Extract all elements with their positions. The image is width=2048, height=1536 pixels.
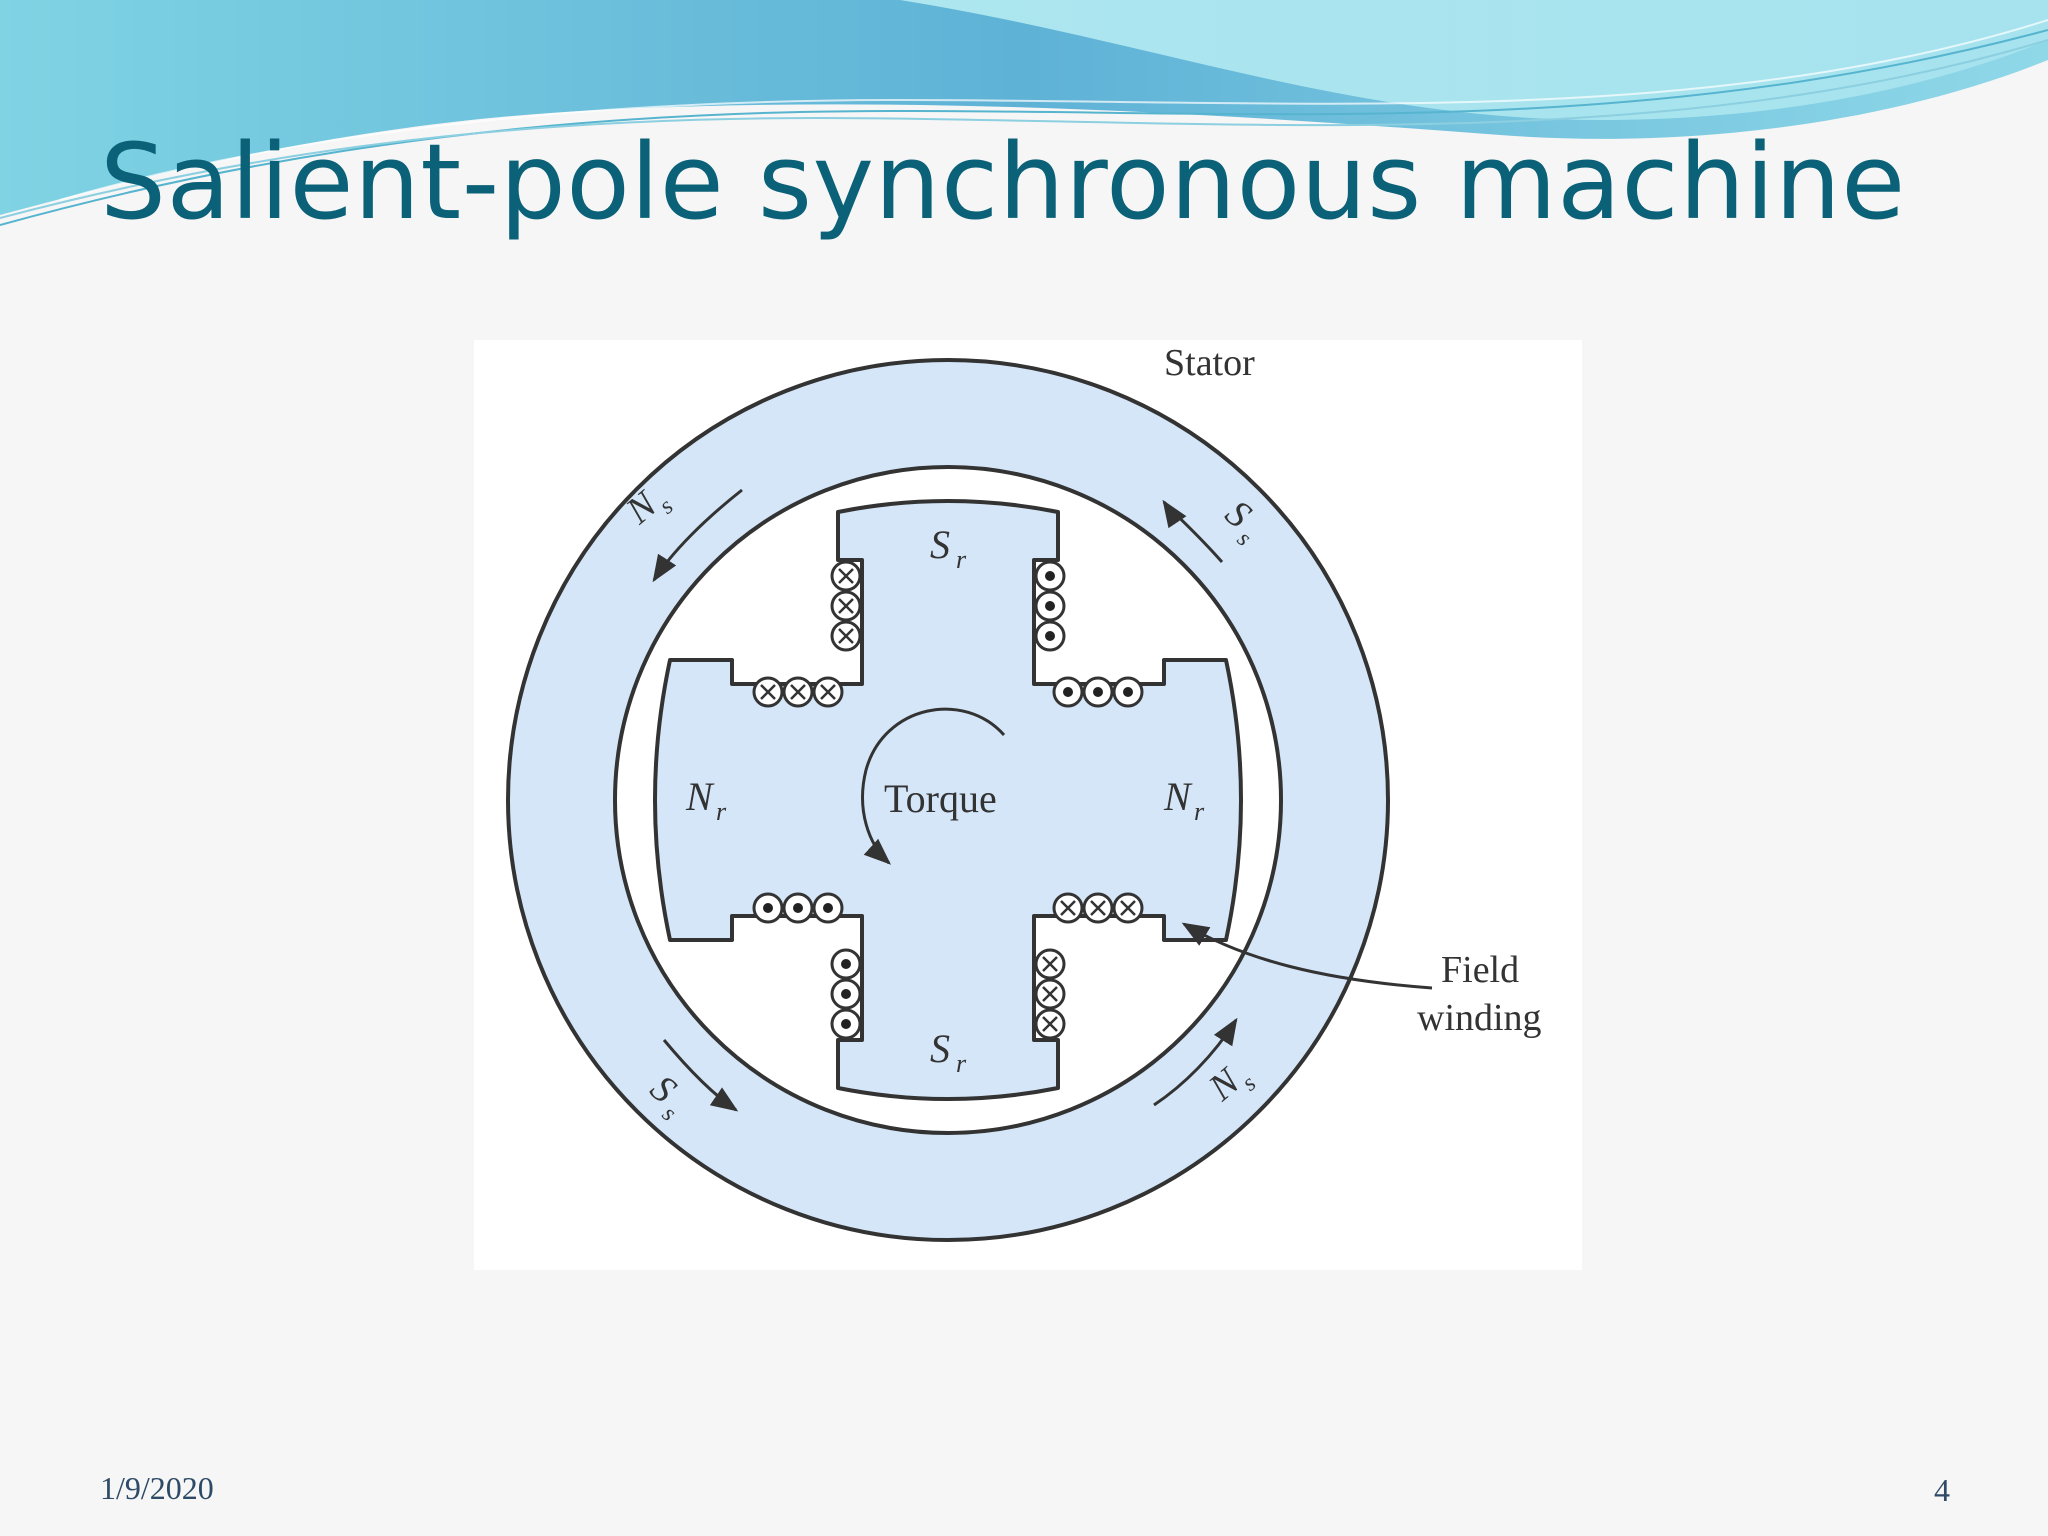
rotor-pole-label-top: S r bbox=[930, 522, 967, 574]
svg-text:r: r bbox=[716, 797, 727, 826]
slide-title: Salient-pole synchronous machine bbox=[100, 121, 1906, 243]
stator-label: Stator bbox=[1164, 342, 1255, 384]
stator-arrow-bottom-right bbox=[1153, 1017, 1238, 1107]
field-winding-label-line1: Field bbox=[1441, 949, 1519, 991]
svg-text:N: N bbox=[1163, 774, 1193, 819]
header-wave-decoration bbox=[0, 0, 2048, 226]
coil-group-top-right-vertical bbox=[1034, 560, 1066, 652]
rotor-pole-label-right: N r bbox=[1163, 774, 1205, 826]
svg-text:S: S bbox=[930, 1026, 950, 1071]
coil-group-top-left-horizontal bbox=[752, 676, 844, 708]
stator-arrow-top-right bbox=[1162, 499, 1224, 563]
machine-diagram-svg: Stator Torque Field winding S r S r N r … bbox=[506, 342, 1542, 1242]
field-winding-coils bbox=[752, 560, 1144, 1040]
coil-group-bottom-right-vertical bbox=[1034, 948, 1066, 1040]
svg-text:r: r bbox=[956, 1049, 967, 1078]
stator-arrow-bottom-left bbox=[662, 1039, 739, 1112]
svg-text:r: r bbox=[1194, 797, 1205, 826]
machine-diagram: Stator Torque Field winding S r S r N r … bbox=[474, 340, 1582, 1270]
coil-group-bottom-left-horizontal bbox=[752, 892, 844, 924]
rotor-core bbox=[653, 499, 1243, 1101]
field-winding-pointer bbox=[1181, 922, 1433, 990]
torque-label: Torque bbox=[884, 776, 997, 821]
rotor-pole-label-left: N r bbox=[685, 774, 727, 826]
slide-number: 4 bbox=[1934, 1472, 1950, 1508]
slide-date: 1/9/2020 bbox=[100, 1470, 214, 1506]
field-winding-label-line2: winding bbox=[1417, 997, 1542, 1039]
svg-text:r: r bbox=[956, 545, 967, 574]
coil-group-top-right-horizontal bbox=[1052, 676, 1144, 708]
torque-arrow bbox=[861, 707, 1006, 865]
coil-group-top-left-vertical bbox=[830, 560, 862, 652]
svg-text:N: N bbox=[685, 774, 715, 819]
coil-group-bottom-right-horizontal bbox=[1052, 892, 1144, 924]
svg-text:S: S bbox=[930, 522, 950, 567]
rotor-pole-label-bottom: S r bbox=[930, 1026, 967, 1078]
stator-arrow-top-left bbox=[652, 488, 743, 583]
coil-group-bottom-left-vertical bbox=[830, 948, 862, 1040]
